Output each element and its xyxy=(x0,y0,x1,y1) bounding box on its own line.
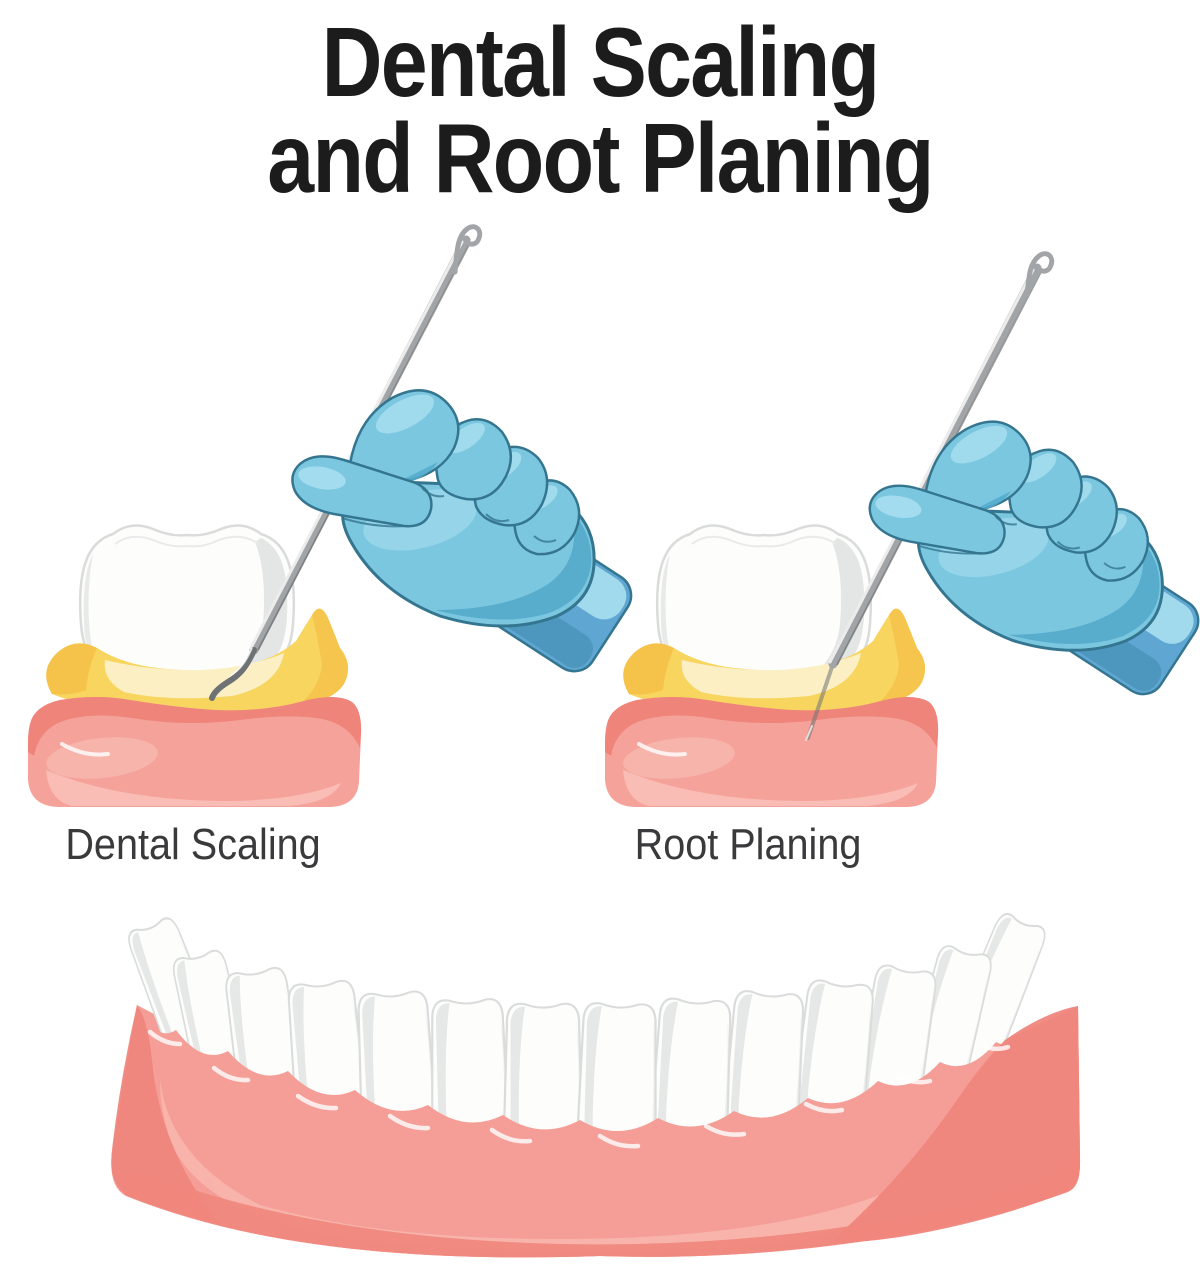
caption-root-planing: Root Planing xyxy=(634,820,862,869)
title-line-2: and Root Planing xyxy=(267,103,934,214)
scaler-top-hook xyxy=(452,224,483,275)
caption-dental-scaling: Dental Scaling xyxy=(65,820,321,869)
dental-scaling-panel xyxy=(28,224,641,807)
page-title: Dental Scaling and Root Planing xyxy=(267,7,934,214)
scaler-tip-hook xyxy=(209,647,257,701)
planer-top-hook xyxy=(1024,251,1055,299)
lower-jaw-illustration xyxy=(111,909,1081,1258)
gum-highlights xyxy=(147,1029,1011,1149)
title-line-1: Dental Scaling xyxy=(321,7,880,117)
jaw-gum-front xyxy=(111,1005,1081,1258)
gloved-hand-left xyxy=(290,385,641,682)
root-planing-panel xyxy=(605,251,1200,807)
